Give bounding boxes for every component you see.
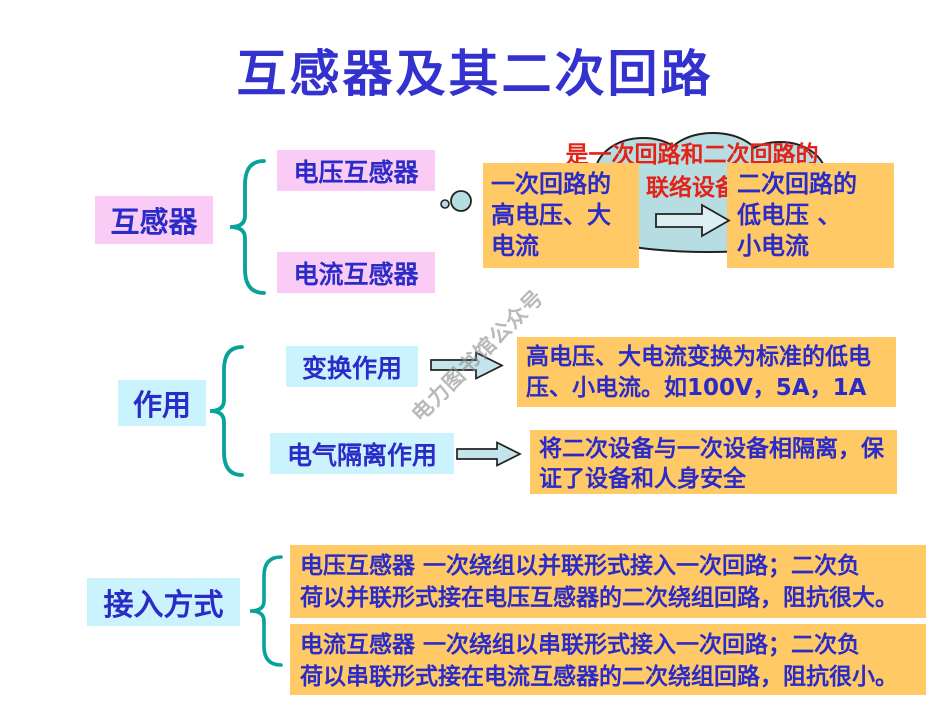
transform-arrow-icon	[430, 351, 504, 380]
primary-circuit-box: 一次回路的 高电压、大 电流	[483, 163, 639, 268]
transformer-label-box: 互感器	[95, 196, 213, 244]
voltage-transformer-box: 电压互感器	[277, 150, 435, 191]
connection-brace-icon	[249, 555, 283, 667]
voltage-rule-line2: 荷以并联形式接在电压互感器的二次绕组回路，阻抗很大。	[300, 585, 898, 611]
voltage-rule-line1: 电压互感器 一次绕组以并联形式接入一次回路；二次负	[300, 553, 861, 579]
transform-result-box: 高电压、大电流变换为标准的低电 压、小电流。如100V，5A，1A	[517, 337, 896, 407]
current-rule-line1: 电流互感器 一次绕组以串联形式接入一次回路；二次负	[300, 632, 861, 658]
isolation-result-line2: 证了设备和人身安全	[539, 466, 746, 492]
function-brace-icon	[209, 345, 244, 477]
cloud-callout-circles	[440, 190, 472, 212]
isolation-result-line1: 将二次设备与一次设备相隔离，保	[539, 436, 884, 462]
current-transformer-box: 电流互感器	[277, 252, 435, 293]
slide-title: 互感器及其二次回路	[236, 45, 714, 103]
isolation-result-box: 将二次设备与一次设备相隔离，保 证了设备和人身安全	[530, 430, 897, 494]
primary-circuit-line2: 高电压、大	[491, 201, 611, 229]
primary-circuit-line3: 电流	[491, 232, 539, 260]
transform-result-line1: 高电压、大电流变换为标准的低电	[526, 344, 871, 370]
secondary-circuit-line1: 二次回路的	[737, 170, 857, 198]
transform-result-line2: 压、小电流。如100V，5A，1A	[526, 375, 867, 401]
voltage-connection-rule-box: 电压互感器 一次绕组以并联形式接入一次回路；二次负 荷以并联形式接在电压互感器的…	[290, 545, 926, 618]
primary-circuit-line1: 一次回路的	[491, 170, 611, 198]
isolation-function-box: 电气隔离作用	[270, 433, 454, 474]
connection-label-box: 接入方式	[87, 578, 240, 626]
isolation-arrow-icon	[456, 441, 522, 467]
secondary-circuit-box: 二次回路的 低电压 、 小电流	[727, 163, 894, 268]
current-rule-line2: 荷以串联形式接在电流互感器的二次绕组回路，阻抗很小。	[300, 664, 898, 690]
transform-function-box: 变换作用	[286, 346, 418, 387]
secondary-circuit-line3: 小电流	[737, 232, 809, 260]
cloud-arrow-icon	[655, 203, 731, 238]
function-label-box: 作用	[118, 380, 206, 426]
secondary-circuit-line2: 低电压 、	[737, 201, 842, 229]
transformer-brace-icon	[229, 159, 266, 295]
current-connection-rule-box: 电流互感器 一次绕组以串联形式接入一次回路；二次负 荷以串联形式接在电流互感器的…	[290, 624, 926, 695]
cloud-note-line2: 联络设备	[646, 175, 738, 201]
